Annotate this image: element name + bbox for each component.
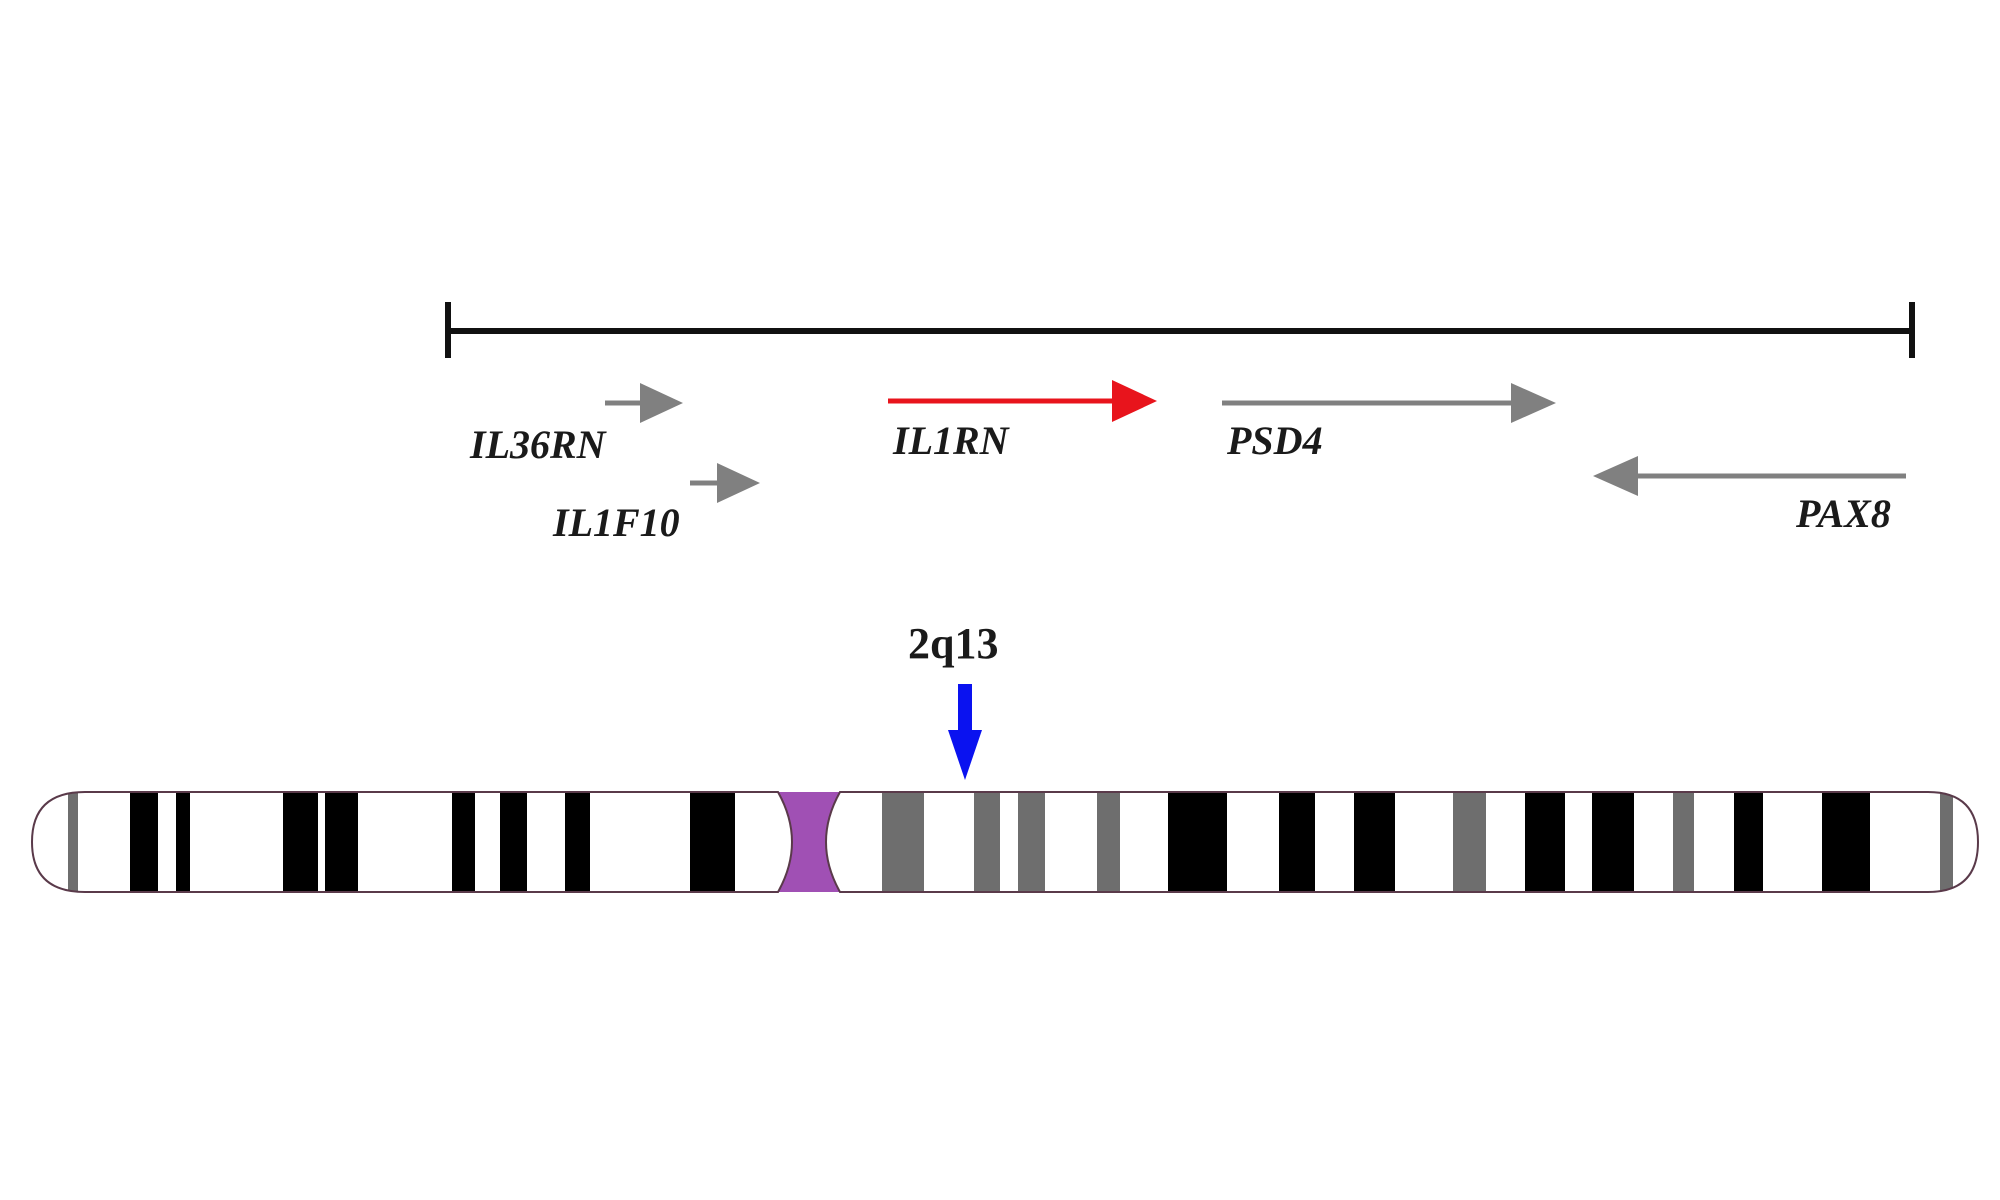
gene-label: IL36RN [469,422,608,467]
dark-band [1822,792,1870,892]
gene-arrow-head [1112,380,1157,422]
gene-arrow-head [717,463,760,503]
gene-track: IL36RN IL1F10 IL1RN PSD4 PAX8 [469,380,1906,545]
gene-il36rn: IL36RN [469,383,683,467]
gray-band [1940,792,1953,892]
dark-band [283,792,318,892]
gene-il1rn: IL1RN [888,380,1157,463]
pointer-arrow-head [948,730,982,780]
gene-label: PAX8 [1795,491,1891,536]
band-label: 2q13 [908,619,998,668]
dark-band [130,792,158,892]
scale-bar [445,302,1915,358]
dark-band [452,792,475,892]
chromosome-p-arm [68,792,735,892]
gray-band [68,792,78,892]
gene-psd4: PSD4 [1222,383,1556,463]
chromosome-p-outline [30,791,793,893]
gene-arrow-head [1511,383,1556,423]
dark-band [565,792,590,892]
dark-band [1279,792,1315,892]
dark-band [1354,792,1395,892]
dark-band [176,792,190,892]
chromosome-ideogram [30,791,1980,893]
gene-label: IL1RN [892,418,1011,463]
gene-label: PSD4 [1226,418,1323,463]
chromosome-q-outline [825,791,1980,893]
gene-arrow-head [1593,456,1638,496]
gene-il1f10: IL1F10 [552,463,760,545]
gray-band [1673,792,1694,892]
dark-band [1734,792,1763,892]
dark-band [1592,792,1634,892]
gray-band [1097,792,1120,892]
gray-band [1453,792,1486,892]
pointer-arrow-shaft [958,684,972,732]
dark-band [325,792,358,892]
dark-band [500,792,527,892]
gene-pax8: PAX8 [1593,456,1906,536]
gray-band [974,792,1000,892]
gene-label: IL1F10 [552,500,680,545]
locus-marker: 2q13 [908,619,998,780]
gray-band [882,792,924,892]
dark-band [1168,792,1227,892]
gene-arrow-head [640,383,683,423]
dark-band [690,792,735,892]
centromere [778,792,840,892]
dark-band [1525,792,1565,892]
chromosome-q-arm [882,792,1953,892]
gray-band [1018,792,1045,892]
